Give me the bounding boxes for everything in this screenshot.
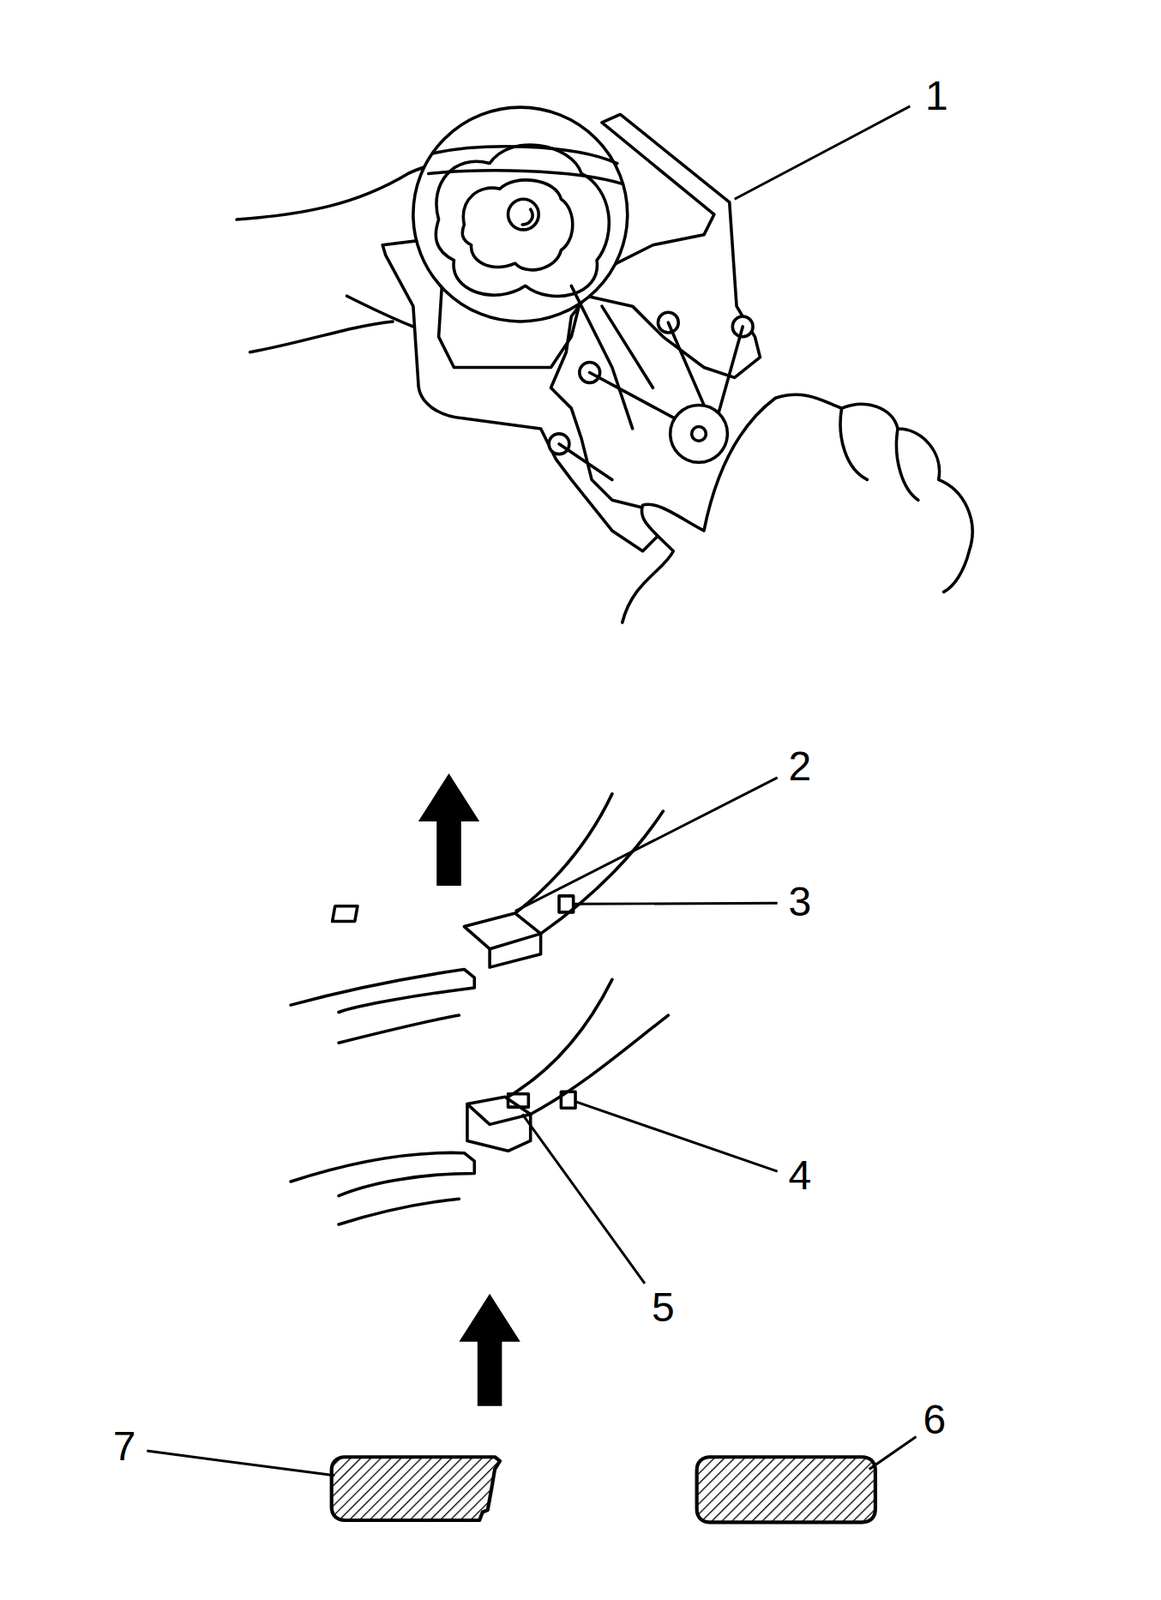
- callout-number: 4: [788, 1154, 812, 1197]
- tool-pivot: [670, 405, 728, 464]
- callout-number: 2: [788, 745, 812, 788]
- ring-cross-section: [331, 1456, 500, 1521]
- direction-arrow: [458, 1293, 520, 1407]
- ring-cross-section: [697, 1456, 876, 1522]
- compression-ring: [290, 1152, 475, 1196]
- callout-number: 5: [651, 1287, 675, 1329]
- piston-crown: [435, 144, 609, 296]
- callout-number: 1: [925, 75, 949, 117]
- compression-ring: [290, 969, 475, 1013]
- leader-lines: [146, 106, 916, 1476]
- right-hand: [622, 394, 973, 623]
- left-hand: [250, 321, 394, 353]
- callout-number: 7: [113, 1425, 137, 1468]
- piston: [413, 107, 628, 322]
- direction-arrow: [418, 773, 480, 886]
- callout-number: 3: [788, 881, 812, 923]
- callout-number: 6: [923, 1399, 947, 1441]
